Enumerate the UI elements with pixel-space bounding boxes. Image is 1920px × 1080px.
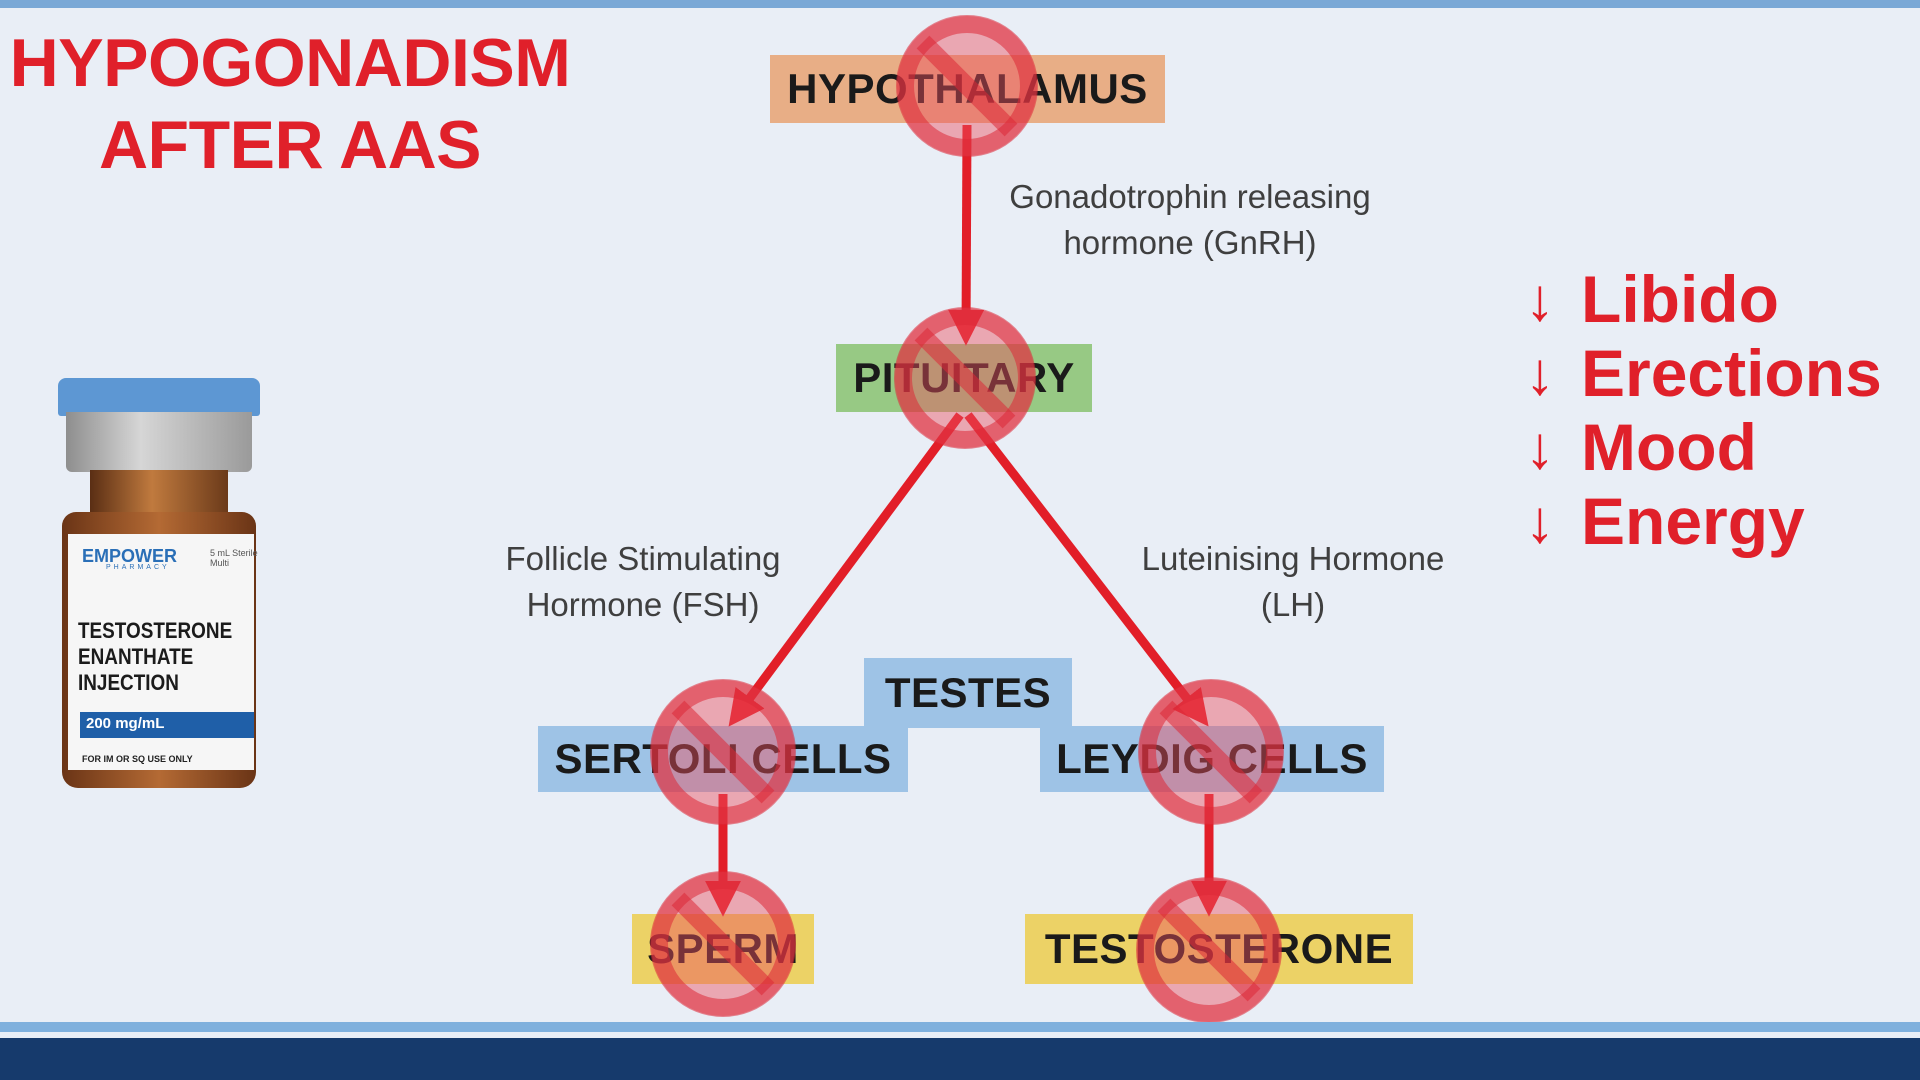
vial-product-name: TESTOSTERONE ENANTHATE INJECTION (78, 618, 233, 696)
vial-cap (58, 378, 260, 416)
vial-name-line-2: ENANTHATE (78, 644, 194, 669)
symptoms-list: ↓ Libido ↓ Erections ↓ Mood ↓ Energy (1525, 262, 1882, 558)
symptom-libido: ↓ Libido (1525, 262, 1882, 336)
lh-label: Luteinising Hormone (LH) (1100, 536, 1486, 628)
pituitary-box: PITUITARY (836, 344, 1092, 412)
hypothalamus-label: HYPOTHALAMUS (787, 65, 1148, 112)
vial-use-note: FOR IM OR SQ USE ONLY (82, 754, 193, 764)
sertoli-cells-label: SERTOLI CELLS (554, 735, 892, 782)
testes-label: TESTES (884, 669, 1052, 716)
down-arrow-icon: ↓ (1525, 339, 1555, 407)
leydig-cells-box: LEYDIG CELLS (1040, 726, 1384, 792)
down-arrow-icon: ↓ (1525, 265, 1555, 333)
vial-neck (90, 470, 228, 516)
vial-volume: 5 mL Sterile Multi (210, 548, 258, 568)
vial-name-line-3: INJECTION (78, 670, 179, 695)
testosterone-vial-image: EMPOWER PHARMACY 5 mL Sterile Multi TEST… (58, 378, 260, 794)
footer-band (0, 1038, 1920, 1080)
symptom-label: Energy (1581, 484, 1805, 558)
sperm-box: SPERM (632, 914, 814, 984)
testosterone-box: TESTOSTERONE (1025, 914, 1413, 984)
gnrh-line-1: Gonadotrophin releasing (1009, 178, 1371, 215)
symptom-label: Erections (1581, 336, 1882, 410)
testosterone-label: TESTOSTERONE (1044, 925, 1394, 972)
lh-line-2: (LH) (1260, 586, 1326, 623)
symptom-energy: ↓ Energy (1525, 484, 1882, 558)
hypothalamus-box: HYPOTHALAMUS (770, 55, 1165, 123)
down-arrow-icon: ↓ (1525, 413, 1555, 481)
leydig-cells-label: LEYDIG CELLS (1056, 735, 1368, 782)
fsh-line-2: Hormone (FSH) (526, 586, 760, 623)
vial-brand-sub: PHARMACY (106, 564, 170, 571)
slide-title: HYPOGONADISM AFTER AAS (0, 22, 580, 186)
vial-dose: 200 mg/mL (86, 715, 165, 732)
gnrh-line-2: hormone (GnRH) (1063, 224, 1317, 261)
sertoli-cells-box: SERTOLI CELLS (538, 726, 908, 792)
vial-name-line-1: TESTOSTERONE (78, 618, 233, 643)
symptom-erections: ↓ Erections (1525, 336, 1882, 410)
vial-dose-band (80, 712, 254, 738)
prohibition-signs (650, 15, 1284, 1023)
fsh-label: Follicle Stimulating Hormone (FSH) (450, 536, 836, 628)
symptom-label: Libido (1581, 262, 1779, 336)
symptom-label: Mood (1581, 410, 1757, 484)
vial-crimp (66, 412, 252, 472)
fsh-line-1: Follicle Stimulating (505, 540, 781, 577)
lh-line-1: Luteinising Hormone (1141, 540, 1445, 577)
testes-box: TESTES (864, 658, 1072, 728)
title-line-2: AFTER AAS (98, 107, 482, 183)
vial-brand: EMPOWER (82, 546, 178, 566)
sperm-label: SPERM (647, 925, 799, 972)
bottom-rule (0, 1022, 1920, 1032)
title-line-1: HYPOGONADISM (9, 25, 571, 101)
gnrh-label: Gonadotrophin releasing hormone (GnRH) (955, 174, 1425, 266)
top-rule (0, 0, 1920, 8)
down-arrow-icon: ↓ (1525, 487, 1555, 555)
pituitary-label: PITUITARY (853, 354, 1075, 401)
symptom-mood: ↓ Mood (1525, 410, 1882, 484)
